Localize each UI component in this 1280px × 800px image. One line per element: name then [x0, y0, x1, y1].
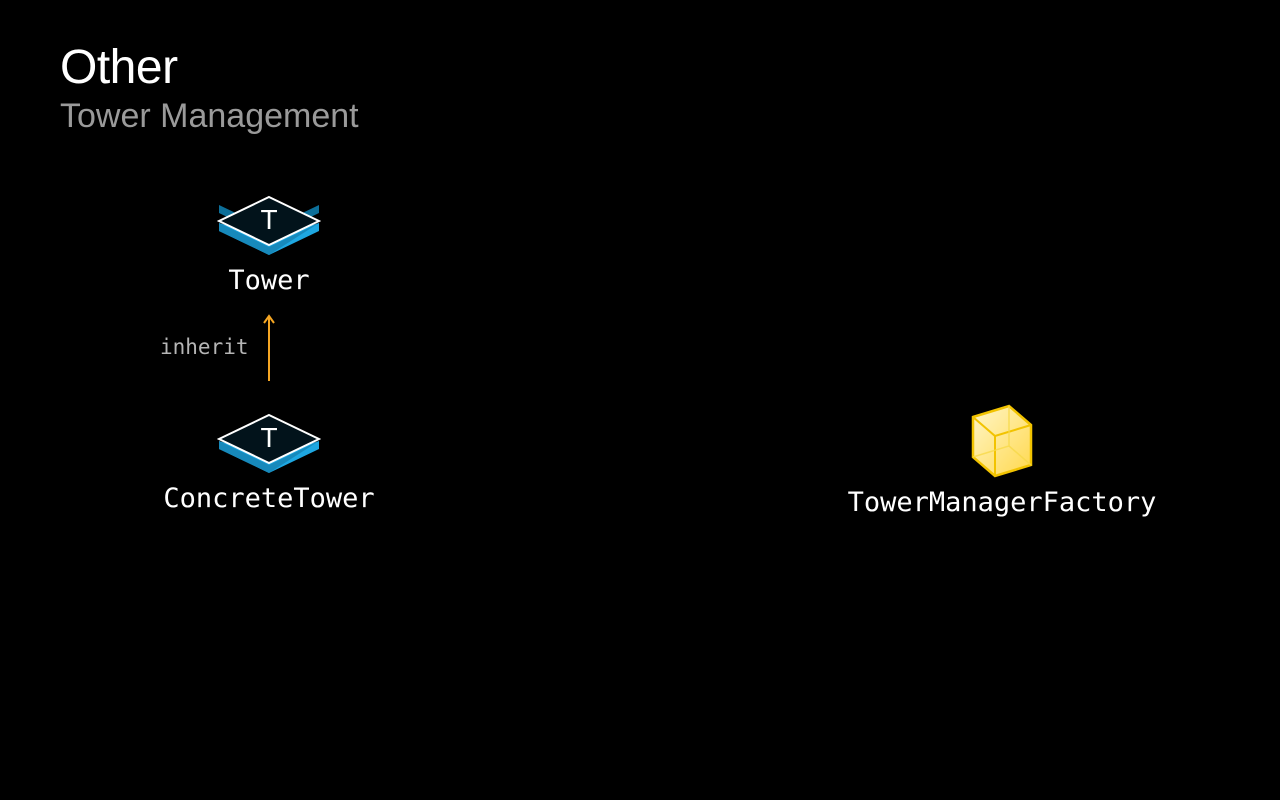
header: Other Tower Management	[60, 40, 359, 136]
node-concrete-tower[interactable]: T ConcreteTower	[149, 413, 389, 514]
type-glyph: T	[260, 204, 277, 235]
cube-icon	[971, 404, 1033, 478]
type-icon: T	[217, 413, 321, 473]
node-tower-manager-factory[interactable]: TowerManagerFactory	[832, 403, 1172, 518]
node-label-concrete-tower: ConcreteTower	[163, 483, 375, 514]
node-tower[interactable]: T Tower	[169, 195, 369, 296]
type-icon: T	[217, 195, 321, 255]
page-title: Other	[60, 41, 178, 94]
page-subtitle: Tower Management	[60, 97, 359, 135]
inherit-arrow	[263, 314, 275, 381]
type-glyph: T	[260, 422, 277, 453]
edge-label-inherit: inherit	[160, 335, 249, 359]
node-label-tower: Tower	[228, 265, 310, 296]
node-label-tower-manager-factory: TowerManagerFactory	[847, 487, 1157, 518]
